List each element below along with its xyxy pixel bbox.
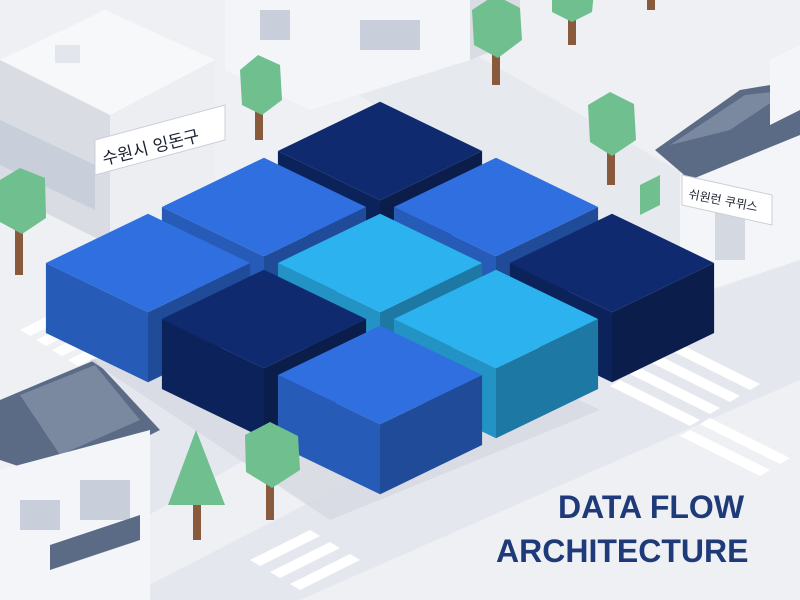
title-line-1: DATA FLOW <box>558 489 745 525</box>
tree <box>588 92 636 185</box>
data-block-top-face <box>45 213 251 313</box>
tree <box>240 55 282 140</box>
tree <box>647 0 655 10</box>
tree <box>245 422 300 520</box>
data-block-left-face <box>277 375 380 495</box>
data-block-top-face <box>277 325 483 425</box>
data-block-right-face <box>612 263 715 383</box>
data-block-top-face <box>393 269 599 369</box>
data-block-top-face <box>509 213 715 313</box>
data-block-cluster <box>45 101 715 495</box>
tree <box>0 168 46 275</box>
tree <box>168 430 225 540</box>
data-block-right-face <box>380 375 483 495</box>
crosswalk-right <box>610 344 790 476</box>
data-block-top-face <box>277 213 483 313</box>
data-block <box>277 325 483 495</box>
data-block-left-face <box>45 263 148 383</box>
tree <box>552 0 594 45</box>
building-far-right <box>770 45 800 125</box>
data-block-top-face <box>393 157 599 257</box>
data-block-top-face <box>161 157 367 257</box>
building-bottom-left-hanok <box>0 360 160 600</box>
tree <box>472 0 522 85</box>
data-block-left-face <box>161 319 264 439</box>
title-line-2: ARCHITECTURE <box>496 533 748 569</box>
data-block-top-face <box>277 101 483 201</box>
data-block-right-face <box>496 319 599 439</box>
crosswalk-bottom <box>250 530 360 590</box>
data-block-top-face <box>161 269 367 369</box>
